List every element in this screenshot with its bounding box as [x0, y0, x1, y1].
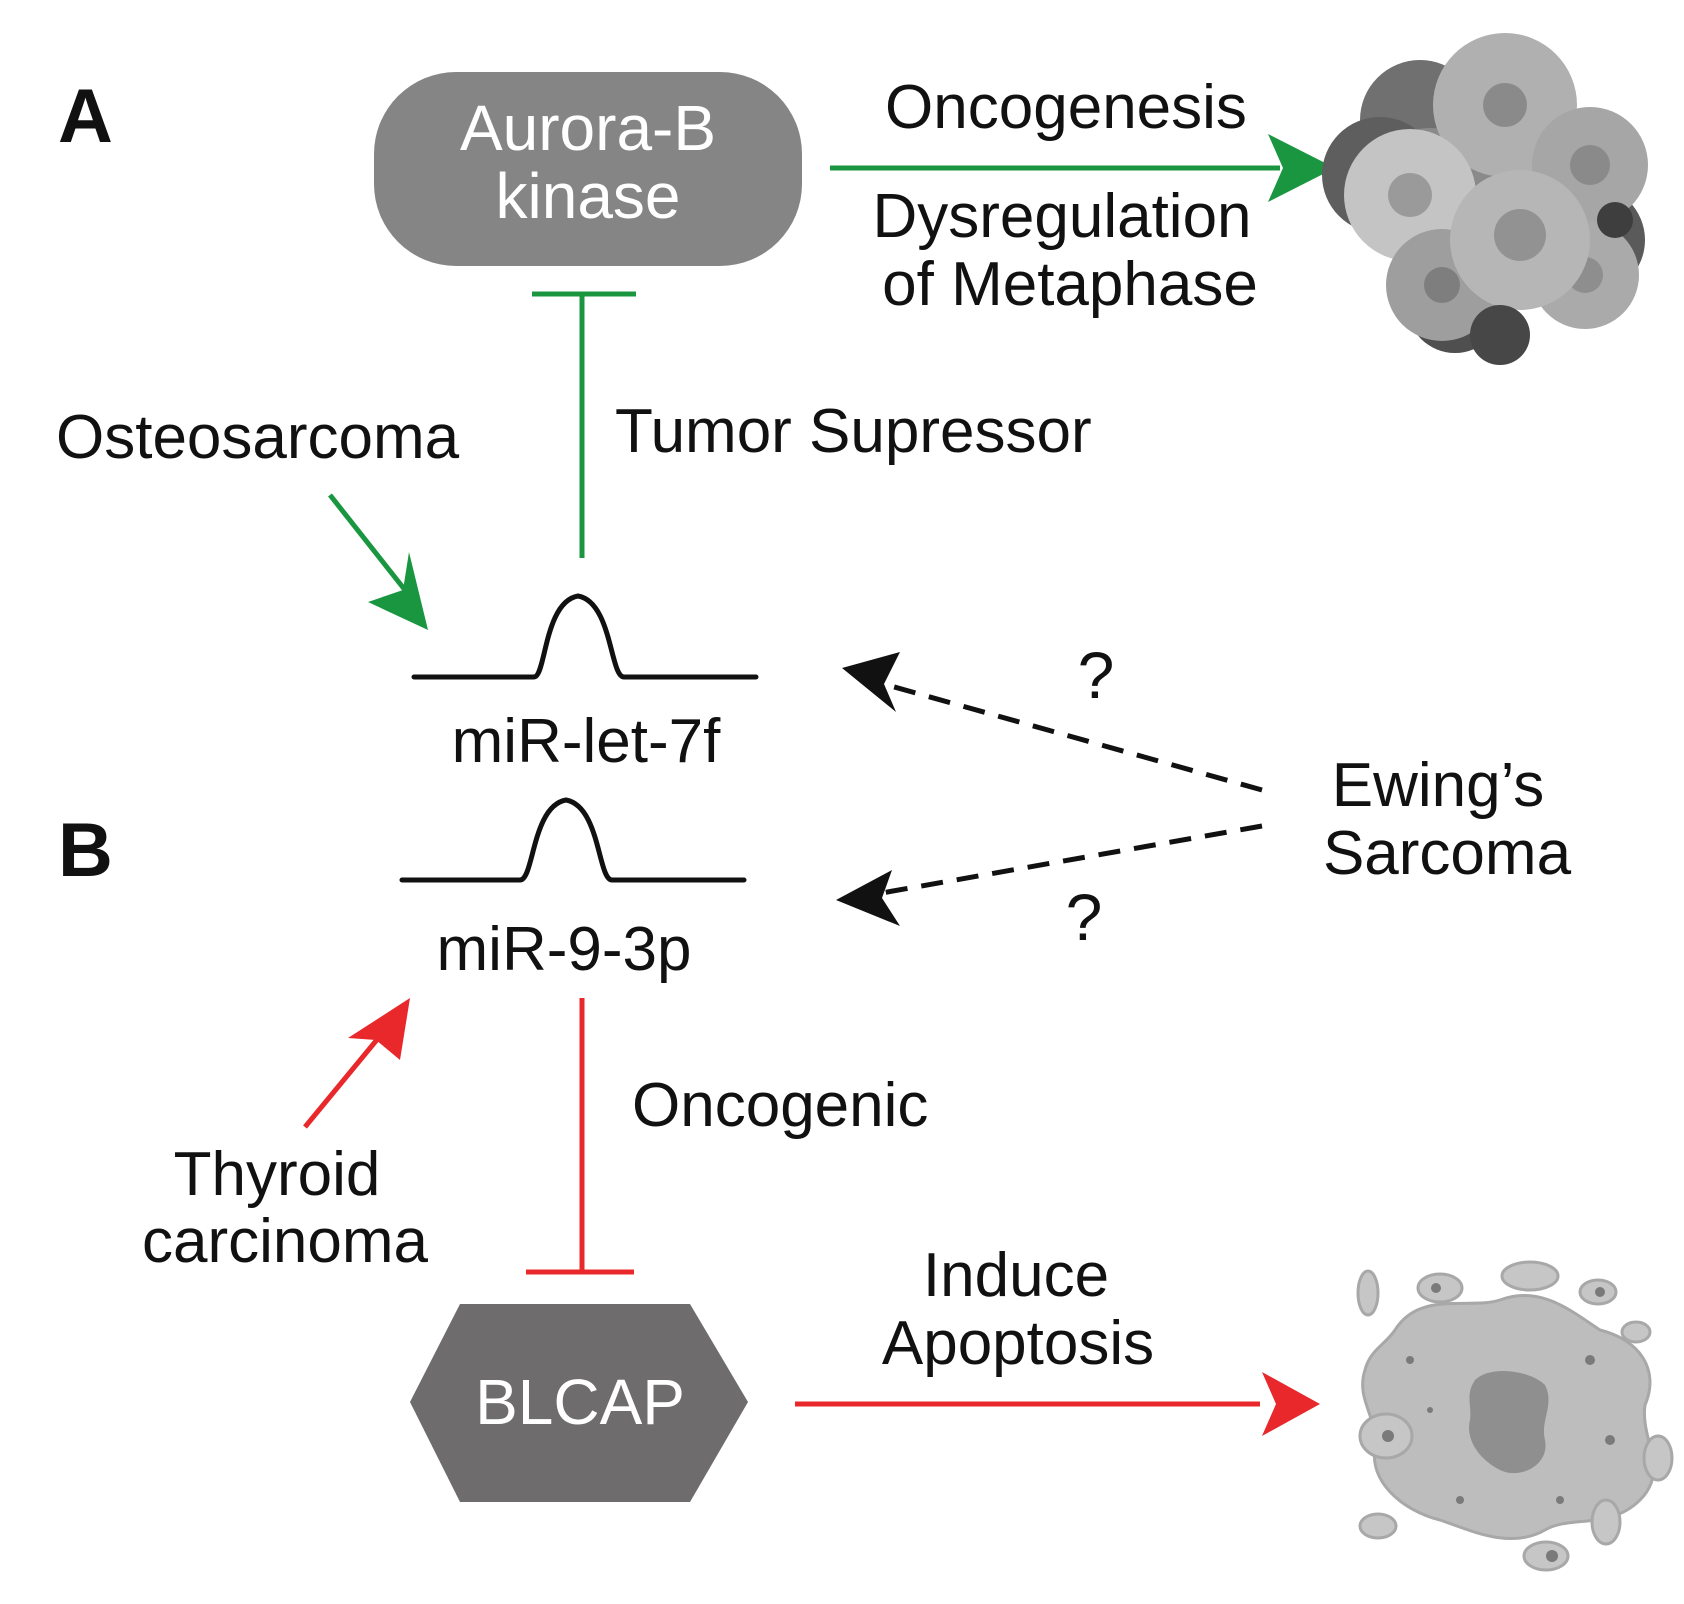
mir-9-3p-peak	[399, 797, 747, 883]
oncogenesis-label: Oncogenesis	[885, 73, 1247, 142]
ewing-to-mir-9-arrow-head	[836, 870, 900, 926]
thyroid-arrow-shaft	[303, 1034, 382, 1129]
aurora-b-label-line1: Aurora-B	[460, 92, 716, 164]
apoptosis-arrow-head	[1262, 1372, 1320, 1436]
dysregulation-label-line2: of Metaphase	[882, 250, 1258, 319]
osteosarcoma-label: Osteosarcoma	[56, 403, 460, 472]
osteosarcoma-arrow-shaft	[328, 493, 407, 592]
induce-apoptosis-label-line1: Induce	[923, 1241, 1109, 1310]
apoptotic-cell-icon	[1356, 1260, 1674, 1572]
oncogenic-label: Oncogenic	[632, 1071, 928, 1140]
mir-let-7f-peak	[411, 593, 759, 680]
blcap-node	[410, 1304, 748, 1502]
aurora-b-kinase-node	[374, 72, 802, 266]
ewing-to-let-7f-dashed-arrow	[879, 680, 1263, 793]
question-mark-top: ?	[1078, 638, 1115, 712]
question-mark-bottom: ?	[1066, 880, 1103, 954]
thyroid-carcinoma-label-line2: carcinoma	[142, 1207, 429, 1276]
osteosarcoma-arrow-head	[368, 552, 428, 630]
ewing-sarcoma-label-line2: Sarcoma	[1323, 819, 1572, 888]
mir-let-7f-label: miR-let-7f	[452, 707, 721, 776]
thyroid-arrow-head	[348, 998, 410, 1060]
thyroid-carcinoma-label-line1: Thyroid	[174, 1140, 381, 1209]
induce-apoptosis-label-line2: Apoptosis	[882, 1309, 1154, 1378]
dysregulation-label-line1: Dysregulation	[872, 182, 1251, 251]
ewing-to-mir-9-dashed-arrow	[875, 823, 1263, 897]
tumor-cell-cluster-icon	[1322, 33, 1648, 365]
blcap-label: BLCAP	[475, 1366, 685, 1438]
mir-9-3p-label: miR-9-3p	[437, 915, 692, 984]
panel-label-a: A	[58, 74, 113, 159]
panel-label-b: B	[58, 808, 113, 893]
tumor-suppressor-label: Tumor Supressor	[615, 397, 1092, 466]
aurora-b-label-line2: kinase	[496, 160, 681, 232]
oncogenesis-arrow-head	[1268, 134, 1335, 202]
ewing-sarcoma-label-line1: Ewing’s	[1332, 751, 1545, 820]
ewing-to-let-7f-arrow-head	[842, 652, 900, 712]
